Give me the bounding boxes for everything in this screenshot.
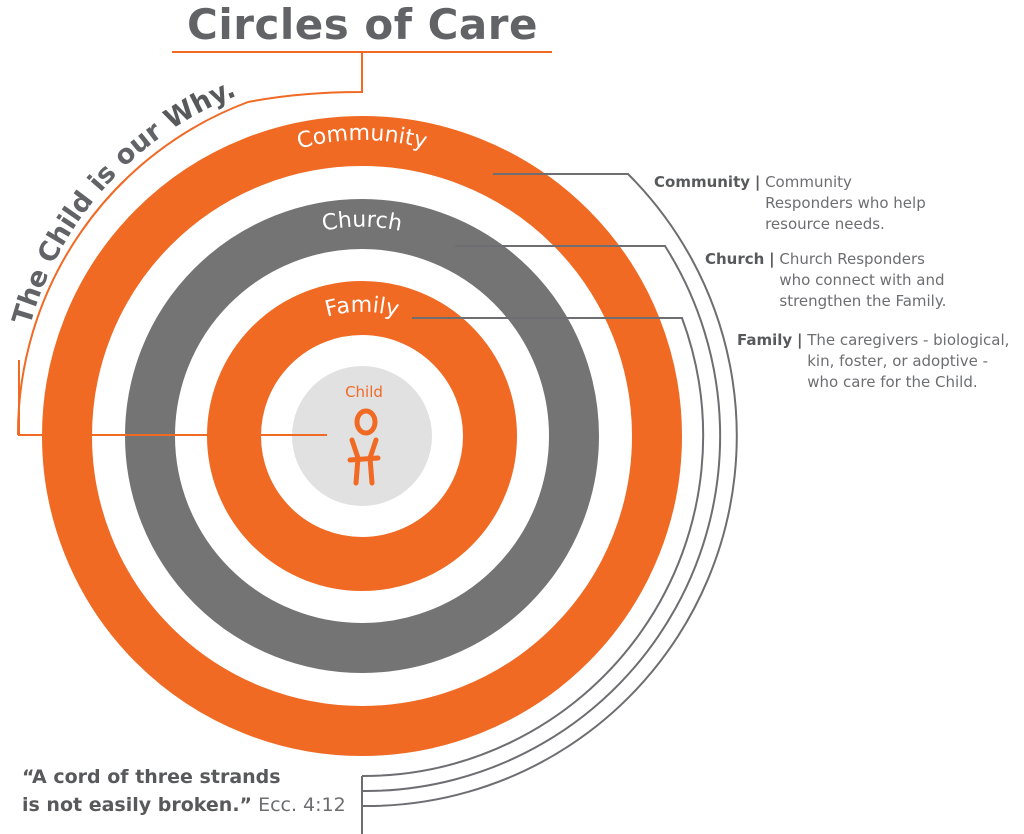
child-circle [292,366,432,506]
legend-line: who care for the Child. [807,373,978,391]
page-title: Circles of Care [187,0,538,49]
tagline-emphasis: Why. [159,73,240,135]
legend-term: Church [705,250,765,268]
quote-reference: Ecc. 4:12 [258,794,346,816]
ring-label-family: Family [323,293,402,323]
legend-line: The caregivers - biological, [807,331,1010,349]
strand-family [361,317,705,778]
legend-description: The caregivers - biological, kin, foster… [807,330,1009,393]
title-connector [247,52,363,103]
legend-line: Community [765,173,852,191]
stick-figure-child-icon [347,408,381,486]
legend-term: Family [737,331,793,349]
legend-line: who connect with and [779,271,945,289]
quote-line-2: is not easily broken.” [22,794,253,816]
legend-line: Responders who help [765,194,926,212]
quote-line-1: “A cord of three strands [22,766,281,788]
legend-line: strengthen the Family. [779,292,947,310]
tagline-arc-line [16,101,249,436]
strand-church [361,245,722,793]
legend-separator: | [754,173,761,191]
legend-description: Church Responders who connect with and s… [779,249,946,312]
legend-line: kin, foster, or adoptive - [807,352,989,370]
legend-church: Church | Church Responders who connect w… [705,249,946,312]
strand-community [361,173,738,808]
legend-description: Community Responders who help resource n… [765,172,926,235]
child-label: Child [345,383,383,401]
legend-separator: | [796,331,803,349]
legend-line: resource needs. [765,215,885,233]
legend-family: Family | The caregivers - biological, ki… [737,330,1009,393]
legend-separator: | [769,250,775,268]
ring-label-church: Church [320,207,404,236]
scripture-quote: “A cord of three strands is not easily b… [22,763,346,819]
legend-term: Community [654,173,751,191]
legend-line: Church Responders [779,250,925,268]
legend-community: Community | Community Responders who hel… [654,172,926,235]
